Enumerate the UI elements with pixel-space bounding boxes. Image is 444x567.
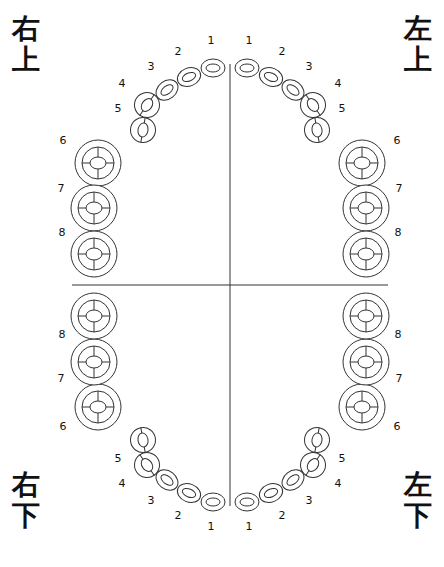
tooth-symbol [343,293,389,339]
tooth-number: 2 [279,46,286,57]
tooth-symbol [257,480,286,506]
tooth-number: 8 [395,329,402,340]
tooth-number: 5 [115,103,122,114]
tooth-number: 5 [339,453,346,464]
tooth-symbol [175,64,204,90]
tooth-number: 6 [394,135,401,146]
tooth-number: 1 [246,35,253,46]
quadrant-label: 右上 [12,14,40,76]
tooth-symbol [71,339,117,385]
quadrant-label: 左上 [404,14,432,76]
tooth-symbol [257,64,286,90]
quadrant-label: 左下 [404,470,432,532]
tooth-number: 2 [279,510,286,521]
tooth-symbol [175,480,204,506]
tooth-number: 4 [119,78,126,89]
tooth-number: 6 [60,421,67,432]
tooth-number: 7 [396,373,403,384]
tooth-number: 6 [60,135,67,146]
tooth-symbol [296,88,331,123]
tooth-number: 2 [175,510,182,521]
tooth-symbol [75,384,121,430]
tooth-symbol [339,384,385,430]
tooth-symbol [343,185,389,231]
tooth-number: 3 [306,495,313,506]
tooth-symbol [201,59,225,77]
tooth-symbol [71,293,117,339]
tooth-symbol [235,59,259,77]
tooth-number: 8 [59,227,66,238]
tooth-number: 5 [339,103,346,114]
tooth-number: 2 [175,46,182,57]
tooth-number: 7 [58,183,65,194]
tooth-symbol [130,88,165,123]
tooth-number: 1 [208,35,215,46]
tooth-number: 8 [395,227,402,238]
tooth-number: 3 [148,61,155,72]
tooth-symbol [129,116,158,145]
tooth-number: 3 [306,61,313,72]
tooth-number: 1 [208,521,215,532]
tooth-symbol [296,448,331,483]
tooth-symbol [129,426,158,455]
tooth-number: 4 [119,478,126,489]
tooth-symbol [343,339,389,385]
tooth-symbol [75,140,121,186]
tooth-symbol [339,140,385,186]
tooth-symbol [130,448,165,483]
tooth-number: 7 [58,373,65,384]
tooth-number: 3 [148,495,155,506]
tooth-number: 8 [59,329,66,340]
quadrant-label: 右下 [12,470,40,532]
tooth-number: 5 [115,453,122,464]
tooth-number: 4 [335,78,342,89]
tooth-symbol [235,493,259,511]
tooth-number: 1 [246,521,253,532]
tooth-symbol [201,493,225,511]
occlusal-line [72,285,388,286]
tooth-symbol [303,426,332,455]
tooth-symbol [343,231,389,277]
tooth-number: 6 [394,421,401,432]
tooth-number: 7 [396,183,403,194]
tooth-symbol [303,116,332,145]
tooth-symbol [71,231,117,277]
tooth-number: 4 [335,478,342,489]
tooth-symbol [71,185,117,231]
